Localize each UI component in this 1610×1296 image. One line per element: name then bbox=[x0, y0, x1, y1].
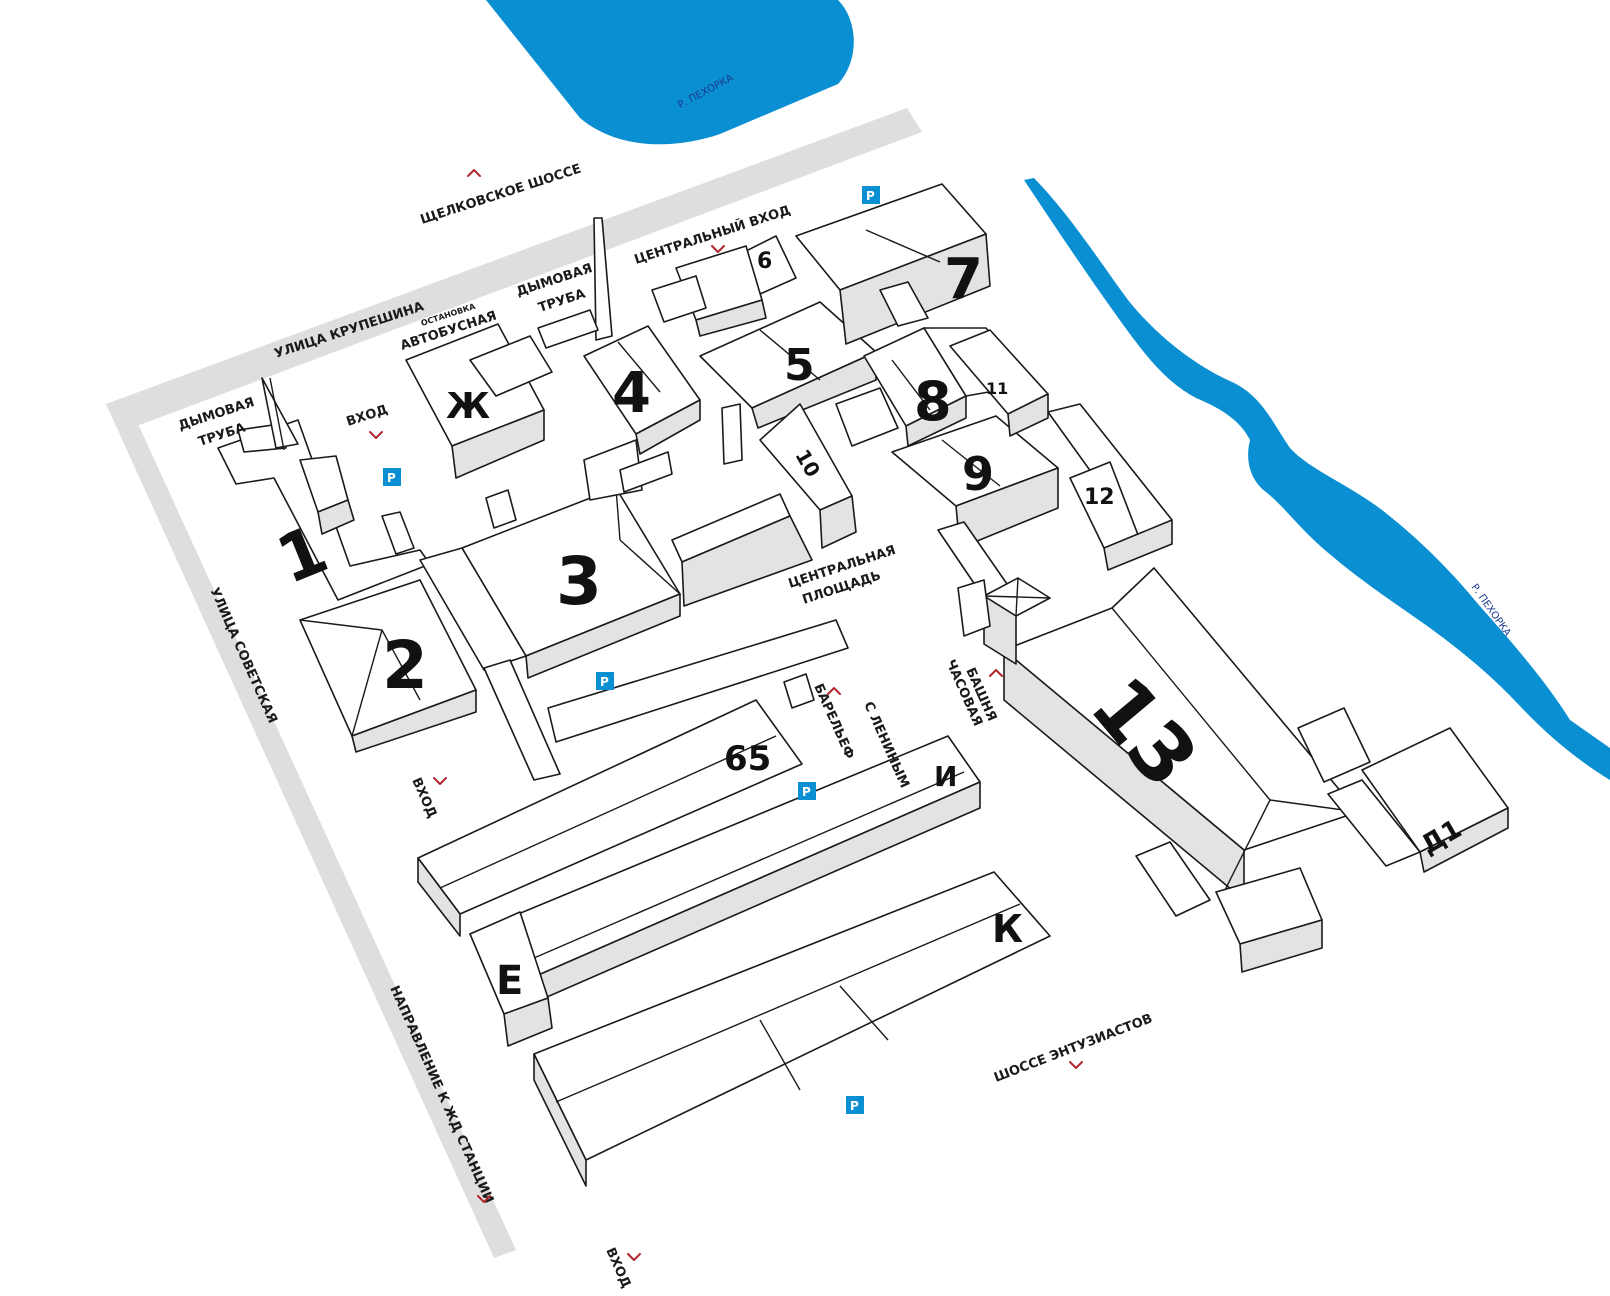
entrance-chevron-relief bbox=[827, 687, 841, 695]
entrance-chevron-bottom bbox=[627, 1253, 641, 1261]
entrance-chevron-railway bbox=[477, 1195, 491, 1203]
building-e-label: Е bbox=[496, 958, 523, 1004]
river-top bbox=[486, 0, 854, 145]
building-k-label: К bbox=[992, 907, 1023, 951]
entrance-chevron-left bbox=[433, 777, 447, 785]
building-11 bbox=[949, 329, 1049, 437]
building-65 bbox=[417, 619, 849, 937]
svg-text:P: P bbox=[850, 1099, 859, 1113]
building-7 bbox=[795, 183, 991, 345]
building-4 bbox=[583, 217, 701, 501]
road-sovetskaya bbox=[106, 402, 516, 1258]
building-65-label: 65 bbox=[724, 739, 771, 779]
building-i-e bbox=[469, 735, 981, 1047]
building-9-label: 9 bbox=[962, 447, 994, 501]
building-i-label: И bbox=[934, 760, 957, 793]
building-5-label: 5 bbox=[784, 340, 815, 391]
parking-icon-3: P bbox=[596, 672, 614, 690]
parking-icon-2: P bbox=[383, 468, 401, 486]
building-13 bbox=[1003, 567, 1371, 973]
entrance-chevron-top-left bbox=[369, 431, 383, 439]
building-3-label: 3 bbox=[556, 543, 602, 620]
clock-tower-building bbox=[957, 577, 1051, 665]
building-11-label: 11 bbox=[986, 379, 1008, 398]
entrance-markers bbox=[369, 169, 1083, 1261]
roads bbox=[106, 108, 922, 1258]
road-shchelkovskoe bbox=[106, 108, 922, 430]
street-label-shchelkovskoe: ЩЕЛКОВСКОЕ ШОССЕ bbox=[419, 162, 584, 228]
building-12-label: 12 bbox=[1084, 485, 1115, 510]
building-d1 bbox=[1327, 727, 1509, 873]
parking-icon-4: P bbox=[798, 782, 816, 800]
building-1 bbox=[217, 377, 431, 601]
entrance-label-top: ВХОД bbox=[345, 402, 390, 429]
building-12 bbox=[1047, 403, 1173, 571]
building-k bbox=[533, 871, 1051, 1187]
building-7-label: 7 bbox=[944, 247, 983, 312]
entrance-chevron-shchelkovskoe bbox=[467, 169, 481, 177]
building-zh bbox=[405, 323, 553, 529]
building-6 bbox=[537, 235, 797, 349]
entrance-chevron-entuziastov bbox=[1069, 1061, 1083, 1069]
parking-icon-1: P bbox=[862, 186, 880, 204]
entrance-label-left: ВХОД bbox=[408, 776, 439, 821]
building-3 bbox=[419, 487, 813, 781]
entrance-label-bottom: ВХОД bbox=[602, 1246, 633, 1291]
entrance-chevron-central bbox=[711, 245, 725, 253]
svg-text:P: P bbox=[866, 189, 875, 203]
building-9 bbox=[891, 415, 1059, 605]
building-2 bbox=[299, 579, 477, 753]
street-label-entuziastov: ШОССЕ ЭНТУЗИАСТОВ bbox=[992, 1011, 1155, 1085]
relief-label-1: БАРЕЛЬЕФ bbox=[810, 682, 857, 762]
parking-markers: P P P P P bbox=[383, 186, 880, 1114]
parking-icon-5: P bbox=[846, 1096, 864, 1114]
building-6-label: 6 bbox=[757, 249, 772, 274]
svg-text:P: P bbox=[387, 471, 396, 485]
street-label-railway: НАПРАВЛЕНИЕ К ЖД СТАНЦИИ bbox=[386, 984, 496, 1206]
entrance-chevron-clock bbox=[989, 669, 1003, 677]
river-right bbox=[1024, 178, 1610, 780]
building-10 bbox=[759, 387, 899, 549]
building-2-label: 2 bbox=[382, 627, 428, 704]
svg-text:P: P bbox=[600, 675, 609, 689]
svg-text:P: P bbox=[802, 785, 811, 799]
buildings bbox=[217, 183, 1509, 1187]
water bbox=[486, 0, 1610, 780]
building-5 bbox=[699, 301, 877, 465]
building-8-label: 8 bbox=[914, 370, 952, 433]
building-zh-label: Ж bbox=[446, 386, 490, 427]
building-4-label: 4 bbox=[612, 361, 651, 426]
